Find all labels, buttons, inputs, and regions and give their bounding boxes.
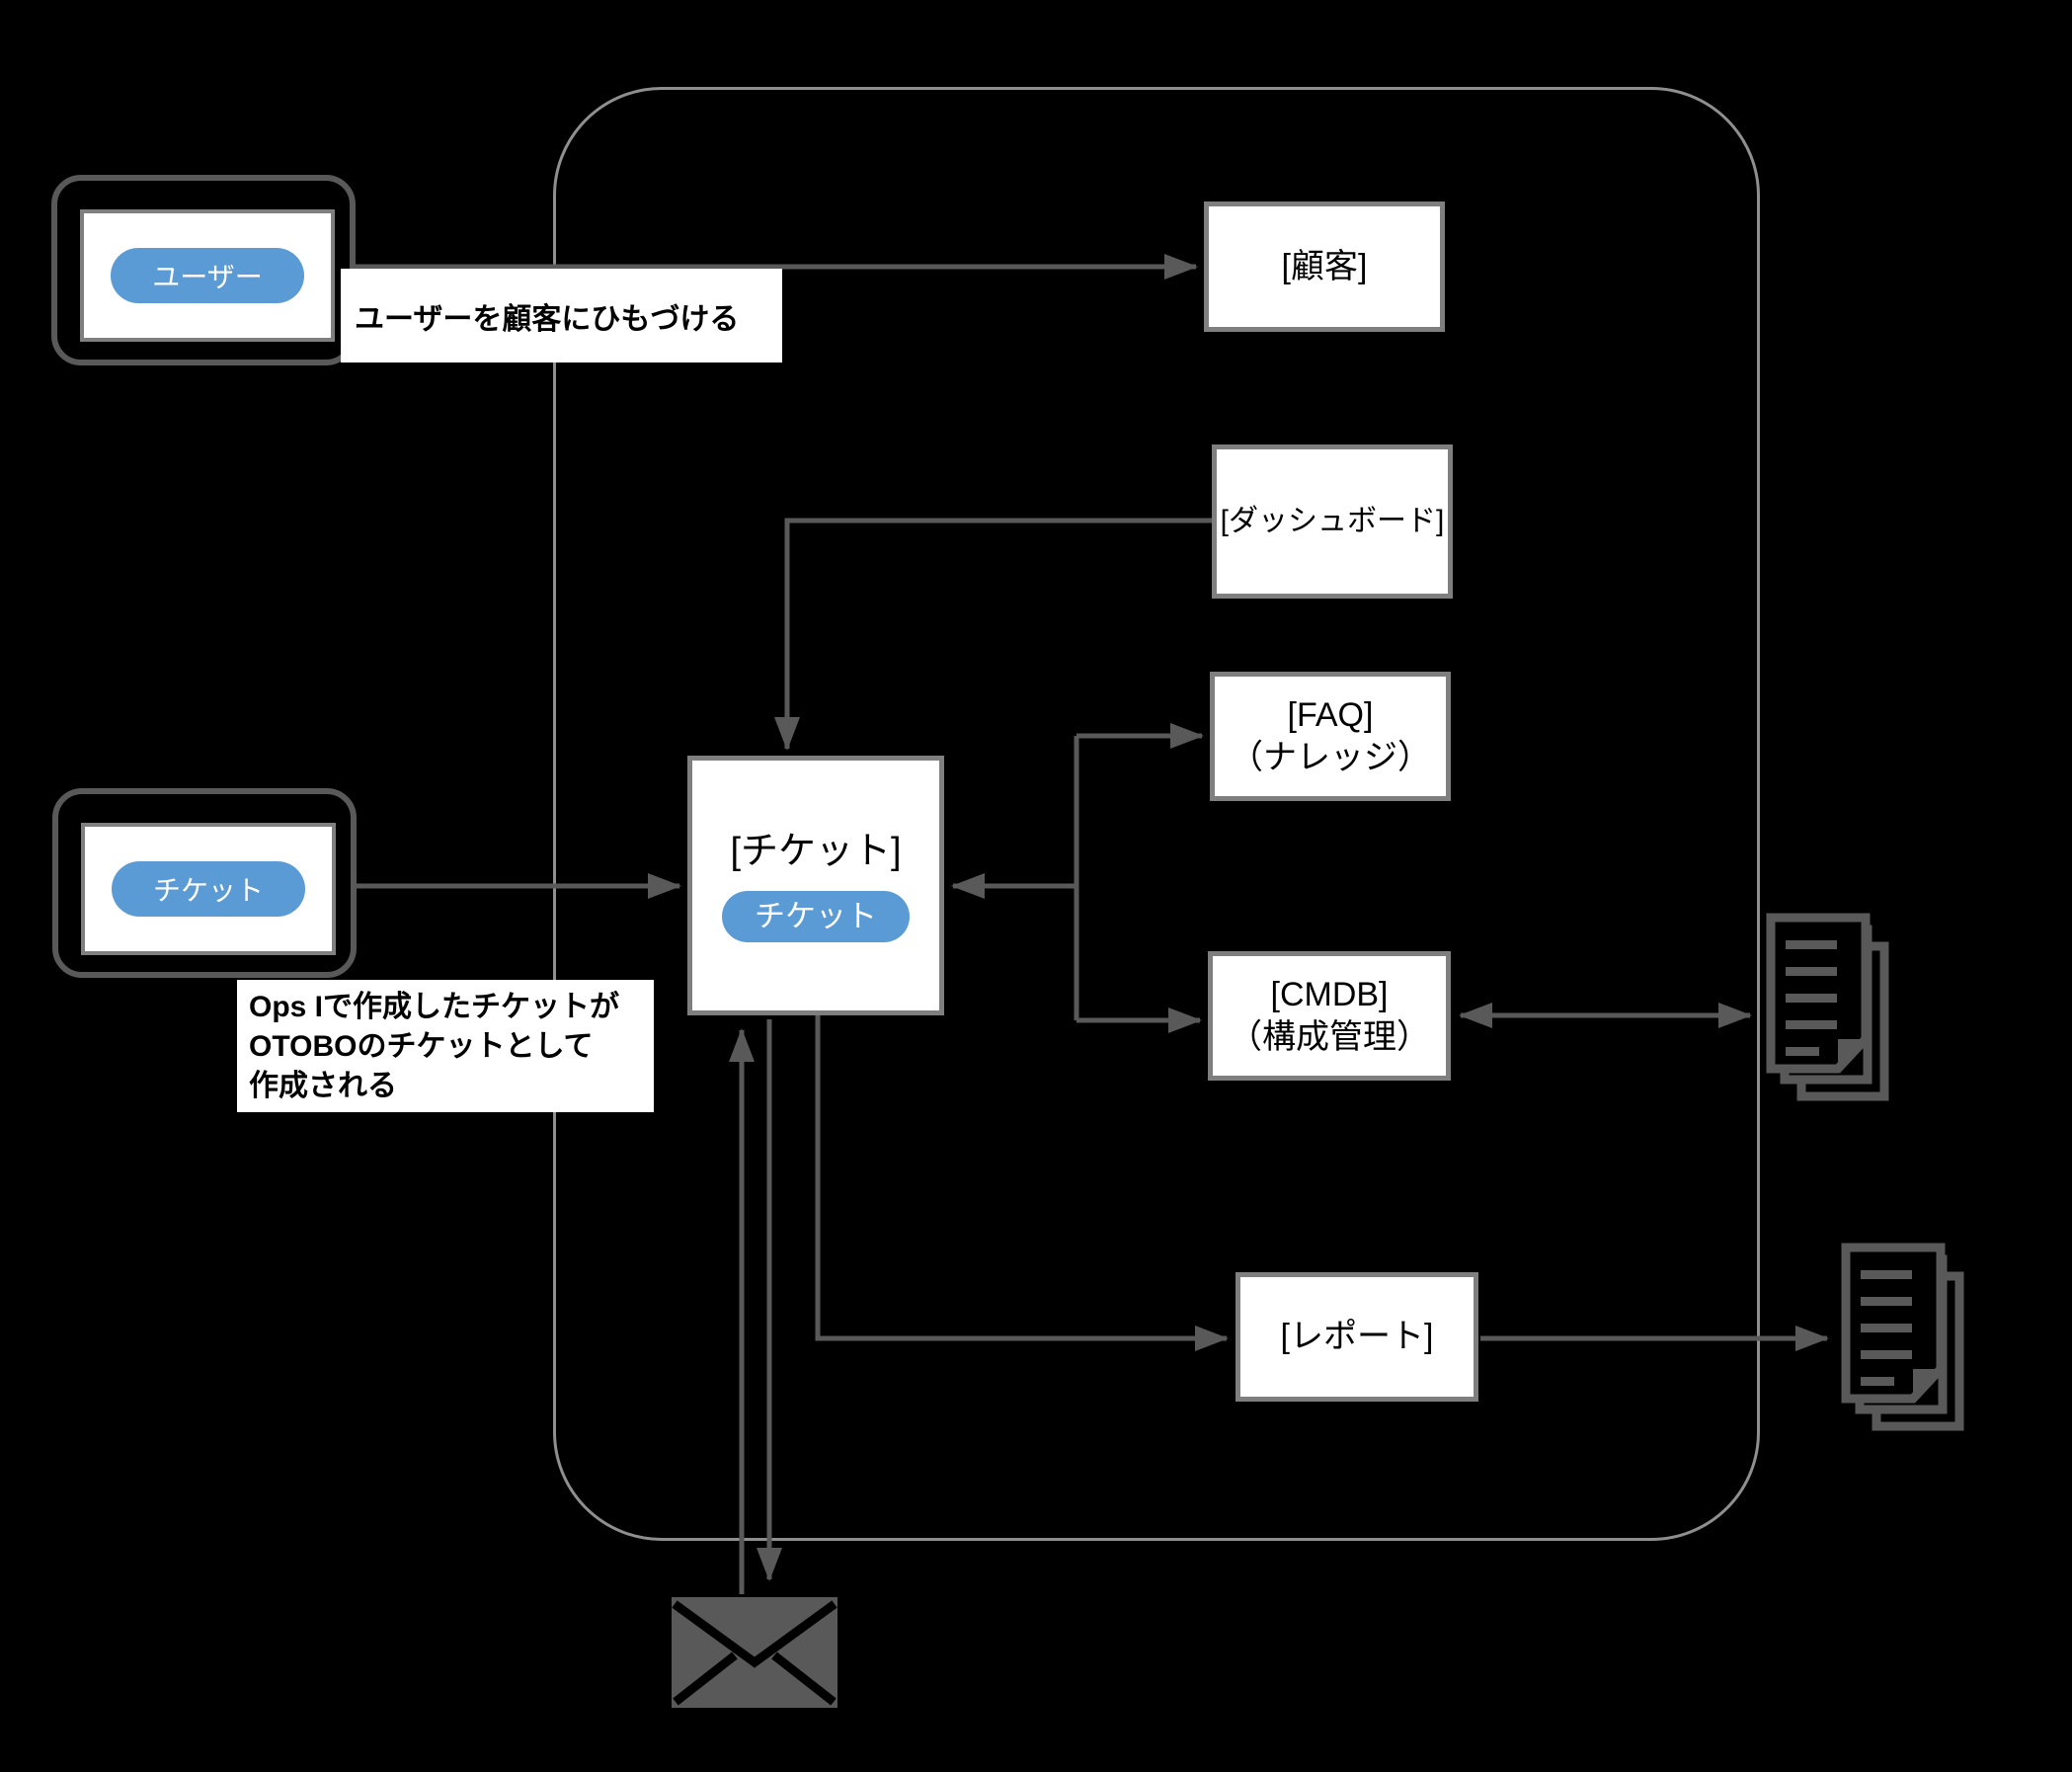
ticket-source-box: チケット [52, 788, 357, 978]
node-cmdb-label: [CMDB] [1270, 976, 1389, 1013]
node-customer: [顧客] [1204, 201, 1445, 332]
user-source-inner-box: ユーザー [80, 209, 335, 342]
node-report-label: [レポート] [1280, 1318, 1434, 1356]
node-ticket-label: [チケット] [730, 830, 902, 872]
node-ticket-pill: チケット [722, 891, 910, 943]
node-dashboard: [ダッシュボード] [1212, 444, 1453, 599]
node-faq-sublabel: （ナレッジ） [1230, 738, 1431, 776]
user-source-box: ユーザー [51, 175, 356, 365]
node-report: [レポート] [1235, 1272, 1478, 1402]
node-cmdb: [CMDB] （構成管理） [1208, 951, 1451, 1081]
arrow-dashboard-to-ticket [774, 518, 1212, 751]
node-faq-label: [FAQ] [1287, 696, 1374, 734]
node-customer-label: [顧客] [1281, 247, 1368, 285]
envelope-icon [672, 1597, 837, 1708]
note-link-user-to-customer: ユーザーを顧客にひもづける [341, 269, 782, 362]
node-faq: [FAQ] （ナレッジ） [1210, 672, 1451, 801]
node-ticket: [チケット] チケット [687, 756, 944, 1015]
documents-stack-icon [1846, 1248, 1959, 1426]
node-cmdb-sublabel: （構成管理） [1229, 1017, 1430, 1056]
arrow-ticket-to-report [815, 1015, 1229, 1351]
ticket-source-pill: チケット [112, 861, 305, 917]
documents-stack-icon [1771, 918, 1884, 1096]
user-pill: ユーザー [111, 248, 304, 303]
node-dashboard-label: [ダッシュボード] [1220, 505, 1445, 538]
ticket-source-inner-box: チケット [81, 823, 336, 955]
note-ops-ticket-creation: Ops Iで作成したチケットが OTOBOのチケットとして 作成される [237, 980, 654, 1112]
otobo-system-container [553, 87, 1760, 1541]
